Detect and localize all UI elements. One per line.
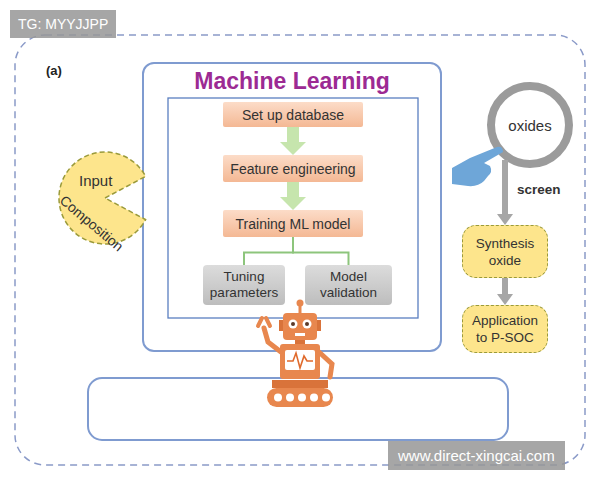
process-box: Set up database <box>223 102 363 127</box>
magnifier-circle: oxides <box>487 82 573 168</box>
node-text: Model validation <box>305 269 392 301</box>
robot-eye <box>289 320 298 329</box>
watermark: www.direct-xingcai.com <box>388 441 565 470</box>
robot-tracks <box>267 388 333 407</box>
watermark: TG: MYYJJPP <box>10 10 116 38</box>
robot-arm <box>264 328 281 352</box>
node-text: Input <box>79 172 112 189</box>
robot-antenna-ball <box>297 300 304 307</box>
robot-chest-panel <box>285 350 315 370</box>
screen-heading: Machine Learning <box>144 68 440 95</box>
robot-pulse-line <box>287 353 313 368</box>
robot-pupil <box>305 322 309 326</box>
robot-eye <box>303 320 312 329</box>
laptop-screen: Machine LearningSet up databaseFeature e… <box>142 62 442 352</box>
process-box: Training ML model <box>223 210 363 237</box>
pointing-hand <box>452 147 503 186</box>
node-text: Application to P-SOC <box>467 312 543 346</box>
bracket-connector <box>293 237 349 265</box>
magnifier-ring <box>491 86 569 164</box>
robot-wheel <box>286 394 294 402</box>
node-text: Training ML model <box>236 216 351 232</box>
step-box: Synthesis oxide <box>462 225 548 278</box>
laptop-base <box>88 378 508 440</box>
fat-connector <box>287 182 299 197</box>
edge-group <box>244 127 505 294</box>
process-box: Feature engineering <box>223 155 363 182</box>
input-pacman: InputComposition <box>55 148 155 248</box>
robot-waist <box>272 380 328 388</box>
robot-body <box>280 344 320 379</box>
robot-wheel <box>310 394 318 402</box>
robot-illustration <box>258 300 333 408</box>
panel-letter: (a) <box>46 63 62 78</box>
robot-pupil <box>291 322 295 326</box>
option-box: Model validation <box>305 265 392 305</box>
option-box: Tuning parameters <box>203 265 285 305</box>
robot-wheel <box>322 394 330 402</box>
robot-head <box>283 313 317 340</box>
node-text: Tuning parameters <box>203 269 285 301</box>
gray-connector <box>502 160 508 214</box>
node-text: oxides <box>508 117 551 134</box>
node-text: Feature engineering <box>230 161 355 177</box>
robot-claw <box>258 318 270 326</box>
gray-connector <box>502 278 508 294</box>
robot-wheel <box>298 394 306 402</box>
node-text: Synthesis oxide <box>467 235 543 269</box>
inner-panel <box>168 98 418 318</box>
robot-arm <box>319 352 332 377</box>
robot-wheel <box>274 394 282 402</box>
robot-mouth <box>295 333 305 336</box>
step-box: Application to P-SOC <box>462 305 548 353</box>
outer-dashed-frame <box>15 35 585 465</box>
fat-connector <box>287 127 299 142</box>
edge-label: screen <box>517 182 561 197</box>
node-text: Set up database <box>242 107 344 123</box>
bracket-connector <box>244 237 293 265</box>
